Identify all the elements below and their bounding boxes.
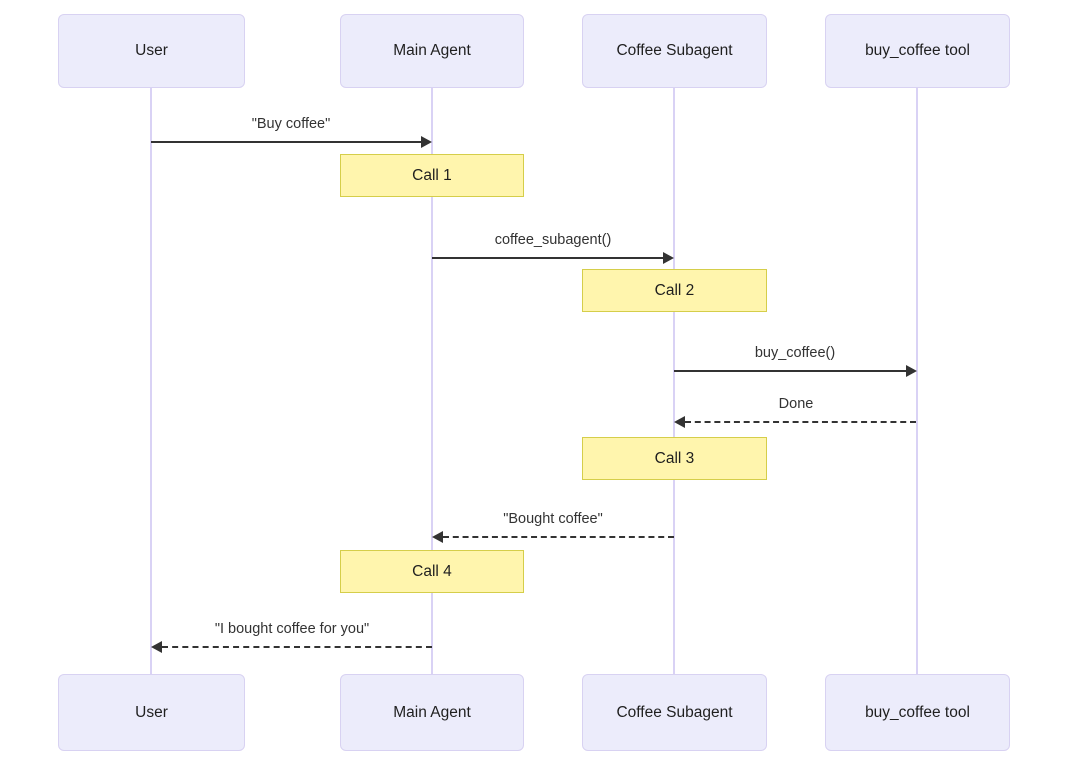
participant-header-main-agent[interactable]: Main Agent [340,14,524,88]
participant-header-user-label: User [135,42,168,59]
message-line-coffee-subagent-call [432,257,663,259]
note-call-1: Call 1 [340,154,524,197]
message-arrowhead-done-return [674,416,685,428]
participant-footer-user-label: User [135,703,168,721]
note-call-2-label: Call 2 [654,281,695,299]
lifeline-user [150,88,152,674]
message-label-buy-coffee-call: buy_coffee() [754,345,836,361]
message-arrowhead-buy-coffee-call [906,365,917,377]
participant-footer-user[interactable]: User [58,674,245,751]
note-call-3-label: Call 3 [654,449,695,467]
message-arrowhead-final-response [151,641,162,653]
note-call-3: Call 3 [582,437,767,480]
participant-footer-coffee-subagent[interactable]: Coffee Subagent [582,674,767,751]
participant-header-coffee-subagent-label: Coffee Subagent [616,42,733,59]
participant-footer-main-agent[interactable]: Main Agent [340,674,524,751]
lifeline-buy-coffee-tool [916,88,918,674]
message-line-final-response [162,646,432,648]
message-arrowhead-buy-coffee-request [421,136,432,148]
participant-header-coffee-subagent[interactable]: Coffee Subagent [582,14,767,88]
participant-footer-coffee-subagent-label: Coffee Subagent [616,703,733,721]
message-label-bought-coffee-return: "Bought coffee" [503,511,603,527]
message-arrowhead-bought-coffee-return [432,531,443,543]
note-call-4: Call 4 [340,550,524,593]
note-call-2: Call 2 [582,269,767,312]
participant-footer-buy-coffee-tool-label: buy_coffee tool [865,703,970,721]
participant-header-main-agent-label: Main Agent [393,42,471,59]
message-label-final-response: "I bought coffee for you" [214,621,370,637]
message-line-done-return [685,421,916,423]
message-label-done-return: Done [778,396,814,412]
participant-footer-main-agent-label: Main Agent [393,703,471,721]
message-line-buy-coffee-call [674,370,906,372]
note-call-4-label: Call 4 [412,562,452,580]
message-label-coffee-subagent-call: coffee_subagent() [494,232,612,248]
participant-header-buy-coffee-tool-label: buy_coffee tool [865,42,970,59]
lifeline-coffee-subagent [673,88,675,674]
participant-header-user[interactable]: User [58,14,245,88]
note-call-1-label: Call 1 [412,166,452,184]
message-line-buy-coffee-request [151,141,421,143]
participant-footer-buy-coffee-tool[interactable]: buy_coffee tool [825,674,1010,751]
message-label-buy-coffee-request: "Buy coffee" [251,116,331,132]
lifeline-main-agent [431,88,433,674]
participant-header-buy-coffee-tool[interactable]: buy_coffee tool [825,14,1010,88]
message-line-bought-coffee-return [443,536,674,538]
message-arrowhead-coffee-subagent-call [663,252,674,264]
